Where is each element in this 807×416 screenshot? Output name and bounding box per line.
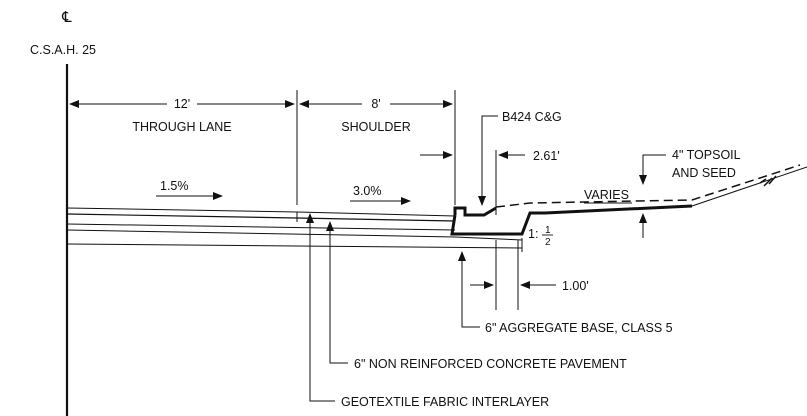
topsoil-leader-top <box>639 154 666 185</box>
curb-slope-numerator: 1 <box>545 225 551 236</box>
topsoil-label-line1: 4" TOPSOIL <box>672 148 741 162</box>
centerline-symbol: ℄ <box>61 9 72 26</box>
geotextile-label: GEOTEXTILE FABRIC INTERLAYER <box>341 395 549 409</box>
aggregate-base-label: 6" AGGREGATE BASE, CLASS 5 <box>485 321 673 335</box>
curb-gutter-profile <box>450 204 693 236</box>
geotextile-line <box>66 229 456 238</box>
base-extension-dimension: 1.00' <box>562 279 589 293</box>
aggregate-base-leader <box>458 251 480 328</box>
shoulder-surface-line <box>296 211 456 217</box>
aggregate-base-upper-line <box>454 236 523 241</box>
topsoil-dashed-line <box>495 164 801 208</box>
concrete-top-line <box>66 213 298 219</box>
foreslope-line <box>691 166 807 207</box>
varies-label: VARIES <box>584 188 629 202</box>
concrete-label: 6" NON REINFORCED CONCRETE PAVEMENT <box>354 357 627 371</box>
curb-slope-denominator: 2 <box>545 237 551 248</box>
curb-leader <box>478 115 498 206</box>
geotextile-leader <box>306 213 335 402</box>
curb-offset-dimension: 2.61' <box>533 149 560 163</box>
shoulder-label: SHOULDER <box>341 120 410 134</box>
shoulder-dimension: 8' <box>371 97 380 111</box>
concrete-leader <box>326 221 348 364</box>
lane-surface-line <box>66 207 298 213</box>
concrete-bottom-line <box>66 223 456 231</box>
through-lane-dimension: 12' <box>174 97 190 111</box>
concrete-shoulder-line <box>296 217 456 222</box>
through-lane-label: THROUGH LANE <box>132 120 231 134</box>
curb-label: B424 C&G <box>502 110 562 124</box>
road-name: C.S.A.H. 25 <box>30 43 96 57</box>
shoulder-slope-label: 3.0% <box>353 184 382 198</box>
curb-slope-prefix: 1: <box>528 227 538 241</box>
lane-slope-label: 1.5% <box>160 179 189 193</box>
topsoil-label-line2: AND SEED <box>672 166 736 180</box>
aggregate-base-line <box>66 243 523 249</box>
ground-hatch-icon <box>759 175 777 187</box>
